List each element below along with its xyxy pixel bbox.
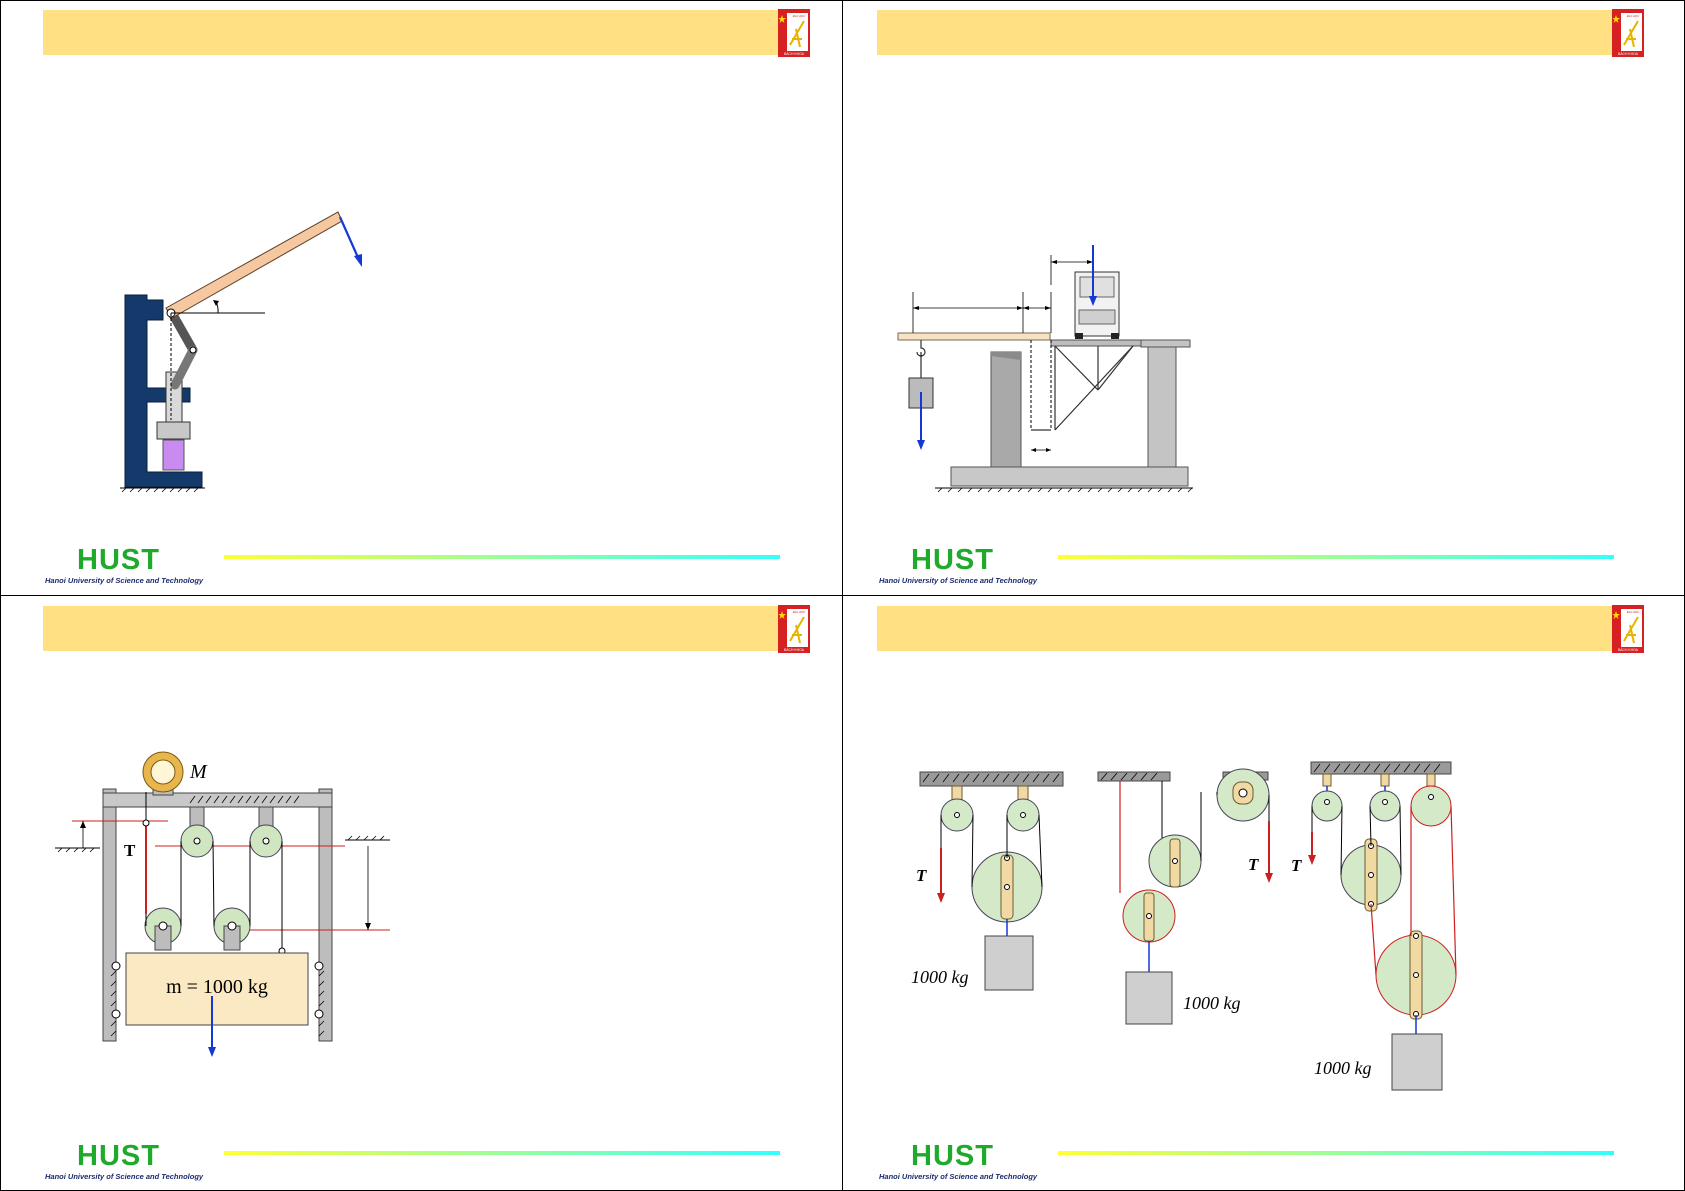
mass-label-c: 1000 kg <box>1314 1058 1372 1078</box>
slide-title-bar <box>877 10 1612 55</box>
footer-gradient-line <box>1058 555 1614 559</box>
motor-label: M <box>189 761 208 783</box>
hust-subtitle: Hanoi University of Science and Technolo… <box>45 576 204 585</box>
hust-subtitle: Hanoi University of Science and Technolo… <box>879 576 1038 585</box>
hust-subtitle: Hanoi University of Science and Technolo… <box>879 1172 1038 1181</box>
slide-2: ĐẠI HỌC BÁCH KHOA <box>843 0 1684 594</box>
hust-footer-logo: HUST Hanoi University of Science and Tec… <box>877 544 1038 585</box>
hust-wordmark: HUST <box>77 1140 160 1172</box>
footer-gradient-line <box>224 555 780 559</box>
logo-text-bottom: BÁCH KHOA <box>784 52 805 56</box>
hust-subtitle: Hanoi University of Science and Technolo… <box>45 1172 204 1181</box>
hust-wordmark: HUST <box>911 544 994 576</box>
hust-footer-logo: HUST Hanoi University of Science and Tec… <box>877 1140 1038 1181</box>
slide-3: ĐẠI HỌC BÁCH KHOA M <box>0 596 841 1190</box>
slide-title-bar <box>43 10 778 55</box>
slide-1: ĐẠI HỌC BÁCH KHOA <box>0 0 841 594</box>
hust-footer-logo: HUST Hanoi University of Science and Tec… <box>43 544 204 585</box>
mass-label: m = 1000 kg <box>166 976 268 998</box>
logo-text-top: ĐẠI HỌC <box>793 610 806 614</box>
hust-wordmark: HUST <box>77 544 160 576</box>
university-logo: ĐẠI HỌC BÁCH KHOA <box>1612 9 1644 57</box>
hust-footer-logo: HUST Hanoi University of Science and Tec… <box>43 1140 204 1181</box>
university-logo: ĐẠI HỌC BÁCH KHOA <box>778 605 810 653</box>
tension-label-a: T <box>916 866 927 885</box>
horizontal-divider <box>0 595 1685 596</box>
logo-text-top: ĐẠI HỌC <box>1627 610 1640 614</box>
mass-label-b: 1000 kg <box>1183 993 1241 1013</box>
logo-text-bottom: BÁCH KHOA <box>784 648 805 652</box>
pulley-systems-diagram: T 1000 kg <box>911 761 1457 1091</box>
footer-gradient-line <box>1058 1151 1614 1155</box>
logo-text-top: ĐẠI HỌC <box>793 14 806 18</box>
logo-text-bottom: BÁCH KHOA <box>1618 52 1639 56</box>
hoist-pulley-diagram: M T <box>55 751 390 1057</box>
logo-text-bottom: BÁCH KHOA <box>1618 648 1639 652</box>
hust-wordmark: HUST <box>911 1140 994 1172</box>
university-logo: ĐẠI HỌC BÁCH KHOA <box>778 9 810 57</box>
logo-text-top: ĐẠI HỌC <box>1627 14 1640 18</box>
slide-title-bar <box>43 606 778 651</box>
tension-label-b: T <box>1248 855 1259 874</box>
footer-gradient-line <box>224 1151 780 1155</box>
slide-4: ĐẠI HỌC BÁCH KHOA <box>843 596 1684 1190</box>
university-logo: ĐẠI HỌC BÁCH KHOA <box>1612 605 1644 653</box>
press-lever-diagram <box>120 211 362 493</box>
slide-title-bar <box>877 606 1612 651</box>
tension-label-c: T <box>1291 856 1302 875</box>
tension-label: T <box>124 841 136 860</box>
truck-scale-diagram <box>897 245 1193 493</box>
mass-label-a: 1000 kg <box>911 967 969 987</box>
